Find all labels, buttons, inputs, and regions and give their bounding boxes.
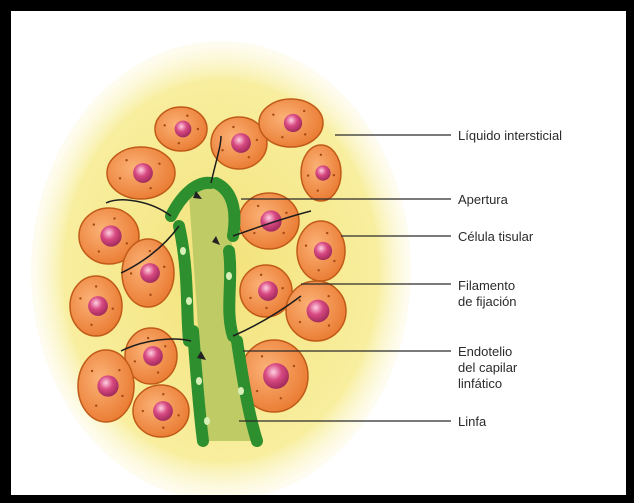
cell-granule <box>197 128 199 130</box>
cell-granule <box>95 405 97 407</box>
cell-granule <box>257 205 259 207</box>
cell-granule <box>303 110 305 112</box>
cell-granule <box>328 324 330 326</box>
cell-granule <box>260 274 262 276</box>
cell-nucleus <box>307 300 330 323</box>
cell-granule <box>125 159 127 161</box>
cell-nucleus <box>263 363 289 389</box>
label-endothelium: Endotelio del capilar linfático <box>458 344 517 392</box>
cell-granule <box>121 395 123 397</box>
cell-granule <box>256 390 258 392</box>
diagram-frame: Líquido intersticial Apertura Célula tis… <box>8 8 626 495</box>
cell-granule <box>253 232 255 234</box>
cell-nucleus <box>258 281 278 301</box>
cell-granule <box>149 250 151 252</box>
cell-granule <box>147 337 149 339</box>
label-anchoring-filament: Filamento de fijación <box>458 278 517 310</box>
cell-granule <box>232 126 234 128</box>
cell-granule <box>119 177 121 179</box>
cell-nucleus <box>314 242 332 260</box>
cell-granule <box>177 414 179 416</box>
cell-granule <box>326 232 328 234</box>
cell-granule <box>134 360 136 362</box>
cell-nucleus <box>88 296 108 316</box>
cell-granule <box>261 355 263 357</box>
cell-granule <box>282 232 284 234</box>
cell-granule <box>79 297 81 299</box>
cell-nucleus <box>143 346 163 366</box>
cell-granule <box>221 149 223 151</box>
cell-granule <box>248 156 250 158</box>
cell-granule <box>113 217 115 219</box>
cell-granule <box>293 365 295 367</box>
cell-granule <box>90 324 92 326</box>
cell-granule <box>149 294 151 296</box>
cell-granule <box>305 244 307 246</box>
cell-granule <box>304 133 306 135</box>
cell-granule <box>186 115 188 117</box>
cell-granule <box>91 370 93 372</box>
cell-granule <box>163 266 165 268</box>
cell-granule <box>298 299 300 301</box>
label-interstitial-fluid: Líquido intersticial <box>458 128 562 144</box>
cell-granule <box>320 154 322 156</box>
cell-granule <box>157 371 159 373</box>
cell-nucleus <box>133 163 153 183</box>
cell-granule <box>281 136 283 138</box>
cell-granule <box>272 114 274 116</box>
cell-granule <box>98 250 100 252</box>
cell-granule <box>256 139 258 141</box>
cell-granule <box>299 321 301 323</box>
label-opening: Apertura <box>458 192 508 208</box>
cell-granule <box>163 124 165 126</box>
label-tissue-cell: Célula tisular <box>458 229 533 245</box>
cell-granule <box>333 174 335 176</box>
cell-granule <box>162 427 164 429</box>
cell-granule <box>327 295 329 297</box>
cell-granule <box>164 345 166 347</box>
cell-granule <box>158 162 160 164</box>
cell-granule <box>249 297 251 299</box>
lymph-capillary-illustration <box>11 11 626 495</box>
cell-nucleus <box>175 121 192 138</box>
cell-granule <box>285 212 287 214</box>
cell-nucleus <box>231 133 251 153</box>
cell-granule <box>317 269 319 271</box>
cell-granule <box>281 287 283 289</box>
cell-granule <box>95 285 97 287</box>
cell-nucleus <box>100 225 121 246</box>
label-lymph: Linfa <box>458 414 486 430</box>
cell-granule <box>162 393 164 395</box>
cell-granule <box>142 410 144 412</box>
cell-nucleus <box>284 114 302 132</box>
cell-nucleus <box>140 263 160 283</box>
cell-nucleus <box>97 375 118 396</box>
cell-granule <box>265 307 267 309</box>
cell-granule <box>126 242 128 244</box>
cell-granule <box>118 369 120 371</box>
cell-granule <box>93 223 95 225</box>
cell-granule <box>178 142 180 144</box>
cell-granule <box>317 189 319 191</box>
cell-granule <box>112 308 114 310</box>
cell-nucleus <box>315 165 330 180</box>
cell-granule <box>280 397 282 399</box>
cell-granule <box>307 174 309 176</box>
cell-granule <box>130 272 132 274</box>
cell-granule <box>333 260 335 262</box>
cell-granule <box>149 187 151 189</box>
cell-nucleus <box>153 401 173 421</box>
